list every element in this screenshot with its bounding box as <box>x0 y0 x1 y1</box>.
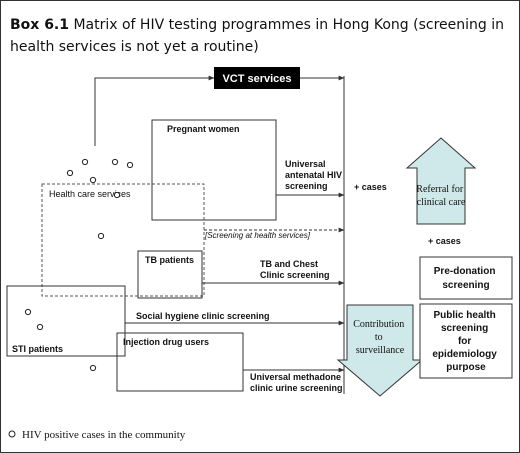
cases-label-2: + cases <box>428 236 461 246</box>
contribution-label: Contribution to surveillance <box>353 319 407 356</box>
contribution-arrow-shape <box>336 304 424 397</box>
contribution-line-3: surveillance <box>356 345 405 356</box>
referral-line-2: clinical care <box>417 197 466 208</box>
vct-branch-line <box>94 75 215 146</box>
health-care-services-label: Health care services <box>49 189 131 199</box>
legend-label: HIV positive cases in the community <box>22 429 186 441</box>
health-care-services-box <box>41 183 205 297</box>
referral-line-1: Referral for <box>416 184 464 195</box>
tb-patients-label: TB patients <box>145 255 194 265</box>
box-label: Box 6.1 <box>10 17 69 33</box>
pregnant-women-label: Pregnant women <box>167 124 240 134</box>
methadone-line-1: Universal methadone <box>250 372 341 382</box>
contribution-line-1: Contribution <box>353 319 404 330</box>
tb-clinic-label: TB and Chest Clinic screening <box>260 259 330 280</box>
hiv-case-dots <box>24 158 134 372</box>
screening-health-label: [Screening at health services] <box>204 231 311 240</box>
antenatal-line-2: antenatal HIV <box>285 170 342 180</box>
public-health-label: Public health screening for epidemiology… <box>432 310 499 373</box>
cases-label-1: + cases <box>354 182 387 192</box>
referral-arrow-shape <box>405 137 477 225</box>
public-health-line-4: epidemiology <box>432 349 497 360</box>
antenatal-label: Universal antenatal HIV screening <box>285 159 345 191</box>
antenatal-line-3: screening <box>285 181 328 191</box>
pre-donation-label: Pre-donation screening <box>434 266 498 291</box>
antenatal-line-1: Universal <box>285 159 326 169</box>
referral-label: Referral for clinical care <box>416 184 466 208</box>
tb-clinic-line-2: Clinic screening <box>260 270 330 280</box>
box-title-text: Matrix of HIV testing programmes in Hong… <box>10 17 504 55</box>
methadone-label: Universal methadone clinic urine screeni… <box>250 372 344 393</box>
tb-patients-box <box>137 250 203 299</box>
methadone-line-2: clinic urine screening <box>250 383 343 393</box>
tb-clinic-line-1: TB and Chest <box>260 259 318 269</box>
box-title: Box 6.1 Matrix of HIV testing programmes… <box>10 14 510 58</box>
sti-patients-label: STI patients <box>12 344 63 354</box>
idu-label: Injection drug users <box>123 337 209 347</box>
pre-donation-line-2: screening <box>442 280 489 291</box>
contribution-line-2: to <box>375 332 383 343</box>
public-health-box <box>419 303 513 379</box>
pre-donation-line-1: Pre-donation <box>434 266 496 277</box>
public-health-line-3: for <box>458 336 471 347</box>
public-health-line-5: purpose <box>446 362 486 373</box>
sti-patients-box <box>6 285 126 357</box>
public-health-line-1: Public health <box>433 310 495 321</box>
public-health-line-2: screening <box>441 323 488 334</box>
vct-services-label: VCT services <box>222 73 291 85</box>
idu-box <box>116 332 244 392</box>
legend-dot-icon <box>8 430 16 438</box>
vct-services-box <box>214 67 300 89</box>
social-hygiene-label: Social hygiene clinic screening <box>136 311 270 321</box>
pregnant-women-box <box>151 119 277 221</box>
pre-donation-box <box>419 256 513 300</box>
